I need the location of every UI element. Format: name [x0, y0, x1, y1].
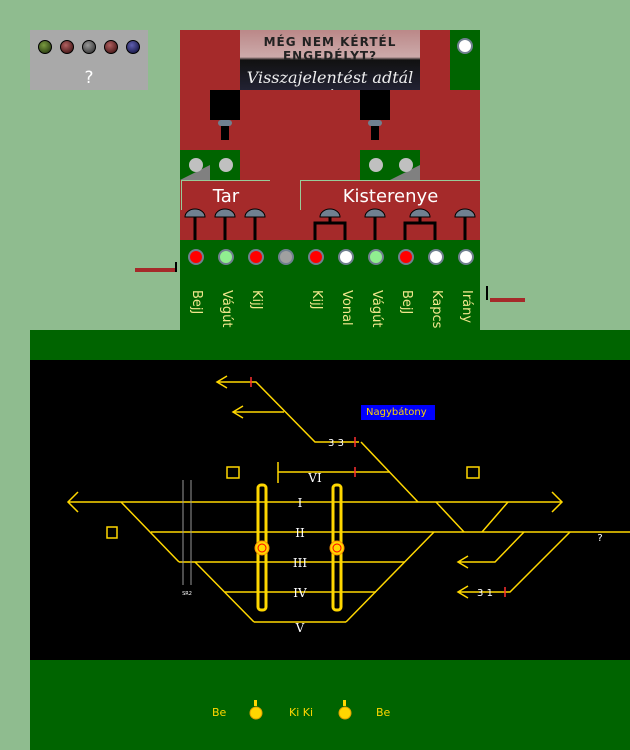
red-indicator-light — [60, 40, 74, 54]
indicator-lamp — [278, 249, 294, 265]
station-label-kisterenye: Kisterenye — [300, 180, 480, 210]
indicator-lamp — [188, 249, 204, 265]
block-instrument-tar[interactable] — [210, 90, 240, 120]
plunger-icon — [218, 120, 232, 126]
warning-sign: MÉG NEM KÉRTÉL ENGEDÉLYT? Visszajelentés… — [240, 30, 420, 90]
push-buttons — [184, 208, 476, 240]
lamp-lever-icon[interactable] — [249, 700, 263, 722]
track-branch-1 — [456, 531, 525, 569]
crossover — [435, 501, 509, 533]
lamp-lever-icon[interactable] — [338, 700, 352, 722]
button-vagut-tar[interactable] — [214, 208, 236, 218]
lamp-label: BejJ — [189, 290, 204, 315]
track-label-I: I — [298, 496, 303, 510]
track-line-upper — [217, 381, 359, 443]
lever-bar-2 — [329, 483, 345, 612]
switch-left — [120, 501, 255, 623]
lamp-label: Vágút — [369, 290, 384, 328]
be-label-left: Be — [212, 706, 227, 719]
arrow-icon — [66, 491, 564, 513]
button-bejj-tar[interactable] — [184, 208, 206, 218]
signal-icon — [466, 466, 480, 479]
indicator-lamp — [338, 249, 354, 265]
indicator-lamp — [248, 249, 264, 265]
indicator-lamp — [458, 249, 474, 265]
track-branch-2 — [456, 531, 571, 599]
lever-bar-1 — [254, 483, 270, 612]
track-label-II: II — [295, 526, 305, 540]
gray-indicator-light — [82, 40, 96, 54]
be-label-right: Be — [376, 706, 391, 719]
lamp-label: KijJ — [249, 290, 264, 310]
block-instrument-kisterenye[interactable] — [360, 90, 390, 120]
track-VI — [277, 462, 390, 483]
blue-indicator-light — [126, 40, 140, 54]
top-right-box — [450, 30, 480, 90]
indicator-lamp — [398, 249, 414, 265]
line-tick — [175, 262, 177, 272]
indicator-lamp — [218, 249, 234, 265]
indicator-lamp — [428, 249, 444, 265]
button-irany[interactable] — [454, 208, 476, 218]
lamp-label: BejJ — [399, 290, 414, 315]
station-label-tar: Tar — [181, 180, 270, 210]
indicator-panel: ? — [30, 30, 148, 90]
track-label-V: V — [295, 621, 305, 635]
button-vagut[interactable] — [364, 208, 386, 218]
line-tick — [486, 286, 488, 300]
indicator-lamp — [308, 249, 324, 265]
arrow-left-icon — [231, 405, 244, 419]
arrow-left-icon — [215, 375, 228, 389]
line-indicator-right — [490, 298, 525, 302]
status-band — [30, 330, 630, 360]
signal-icon — [106, 526, 118, 539]
signal-label-33: 3 3 — [328, 438, 344, 449]
track-label-VI: VI — [307, 471, 322, 485]
plunger-icon — [368, 120, 382, 126]
lamp-label: Irány — [459, 290, 474, 324]
signal-icon — [226, 466, 240, 479]
block-window-kisterenye — [360, 150, 420, 180]
plunger-stem — [371, 126, 379, 140]
station-label-nagybatony[interactable]: Nagybátony — [361, 405, 435, 420]
kiki-label: Ki Ki — [289, 706, 314, 719]
switch-right — [345, 531, 435, 623]
lamp-label: Vágút — [219, 290, 234, 328]
green-indicator-light — [38, 40, 52, 54]
unknown-label: ? — [597, 533, 602, 544]
lamp-label: Kapcs — [429, 290, 444, 329]
block-window-tar — [180, 150, 240, 180]
help-button[interactable]: ? — [84, 68, 94, 88]
red-indicator-light-2 — [104, 40, 118, 54]
button-kijj-tar[interactable] — [244, 208, 266, 218]
signal-label-31: 3 1 — [477, 588, 493, 599]
track-label-IV: IV — [293, 586, 307, 600]
sign-line-2: Visszajelentést adtál már? — [246, 68, 414, 90]
white-lamp[interactable] — [457, 38, 473, 54]
button-kijj-vonal[interactable] — [319, 208, 341, 218]
plunger-stem — [221, 126, 229, 140]
indicator-lamp — [368, 249, 384, 265]
button-bejj-kapcs[interactable] — [409, 208, 431, 218]
bottom-panel: Be Ki Ki Be — [30, 660, 630, 750]
lamp-label: Vonal — [339, 290, 354, 326]
lamp-label: KijJ — [309, 290, 324, 310]
track-label-III: III — [293, 556, 307, 570]
sign-line-1: MÉG NEM KÉRTÉL ENGEDÉLYT? — [263, 35, 397, 63]
crossing-label: SR2 — [182, 591, 192, 597]
line-indicator-left — [135, 268, 175, 272]
track-diagram: I II III IV V VI 3 3 3 1 ? SR2 Nagybáton… — [30, 360, 630, 660]
